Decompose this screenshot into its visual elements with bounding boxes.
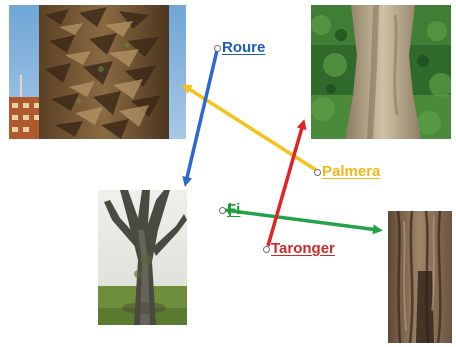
label-fi[interactable]: Fi — [219, 202, 240, 218]
fi-anchor-dot[interactable] — [219, 207, 226, 214]
bark-trunk-photo — [388, 211, 452, 343]
taronger-label-text: Taronger — [271, 241, 335, 257]
label-taronger[interactable]: Taronger — [263, 241, 335, 257]
palmera-arrow — [186, 87, 316, 170]
roure-arrow — [186, 46, 218, 182]
taronger-arrow — [268, 124, 303, 246]
palmera-anchor-dot[interactable] — [314, 169, 321, 176]
label-palmera[interactable]: Palmera — [314, 164, 380, 180]
taronger-anchor-dot[interactable] — [263, 246, 270, 253]
palm-trunk-photo — [9, 5, 186, 139]
fi-label-text: Fi — [227, 202, 240, 218]
roure-label-text: Roure — [222, 40, 265, 56]
palmera-label-text: Palmera — [322, 164, 380, 180]
fi-arrow — [224, 210, 378, 230]
oak-tree-photo — [98, 190, 187, 325]
roure-anchor-dot[interactable] — [214, 45, 221, 52]
smooth-trunk-photo — [311, 5, 451, 139]
label-roure[interactable]: Roure — [214, 40, 265, 56]
